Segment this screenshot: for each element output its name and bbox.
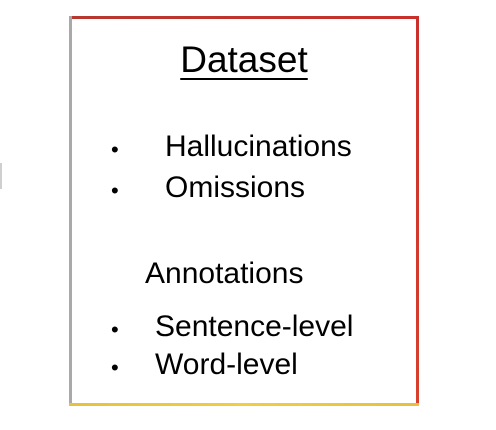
box-left-border bbox=[69, 16, 72, 406]
annotation-item-sentence-level: Sentence-level bbox=[155, 310, 354, 343]
box-right-border bbox=[416, 16, 419, 406]
dataset-item-omissions: Omissions bbox=[165, 171, 306, 204]
bullet-icon: • bbox=[111, 178, 119, 203]
left-edge-mark bbox=[0, 163, 2, 189]
dataset-box: Dataset • Hallucinations • Omissions Ann… bbox=[69, 16, 419, 406]
bullet-icon: • bbox=[111, 355, 119, 380]
dataset-item-hallucinations: Hallucinations bbox=[165, 130, 352, 163]
box-title: Dataset bbox=[69, 36, 419, 84]
annotations-heading: Annotations bbox=[145, 257, 304, 290]
box-top-border bbox=[69, 16, 419, 19]
box-title-text: Dataset bbox=[180, 39, 308, 80]
annotation-item-word-level: Word-level bbox=[155, 348, 298, 381]
bullet-icon: • bbox=[111, 137, 119, 162]
bullet-icon: • bbox=[111, 317, 119, 342]
box-bottom-border bbox=[69, 403, 419, 406]
